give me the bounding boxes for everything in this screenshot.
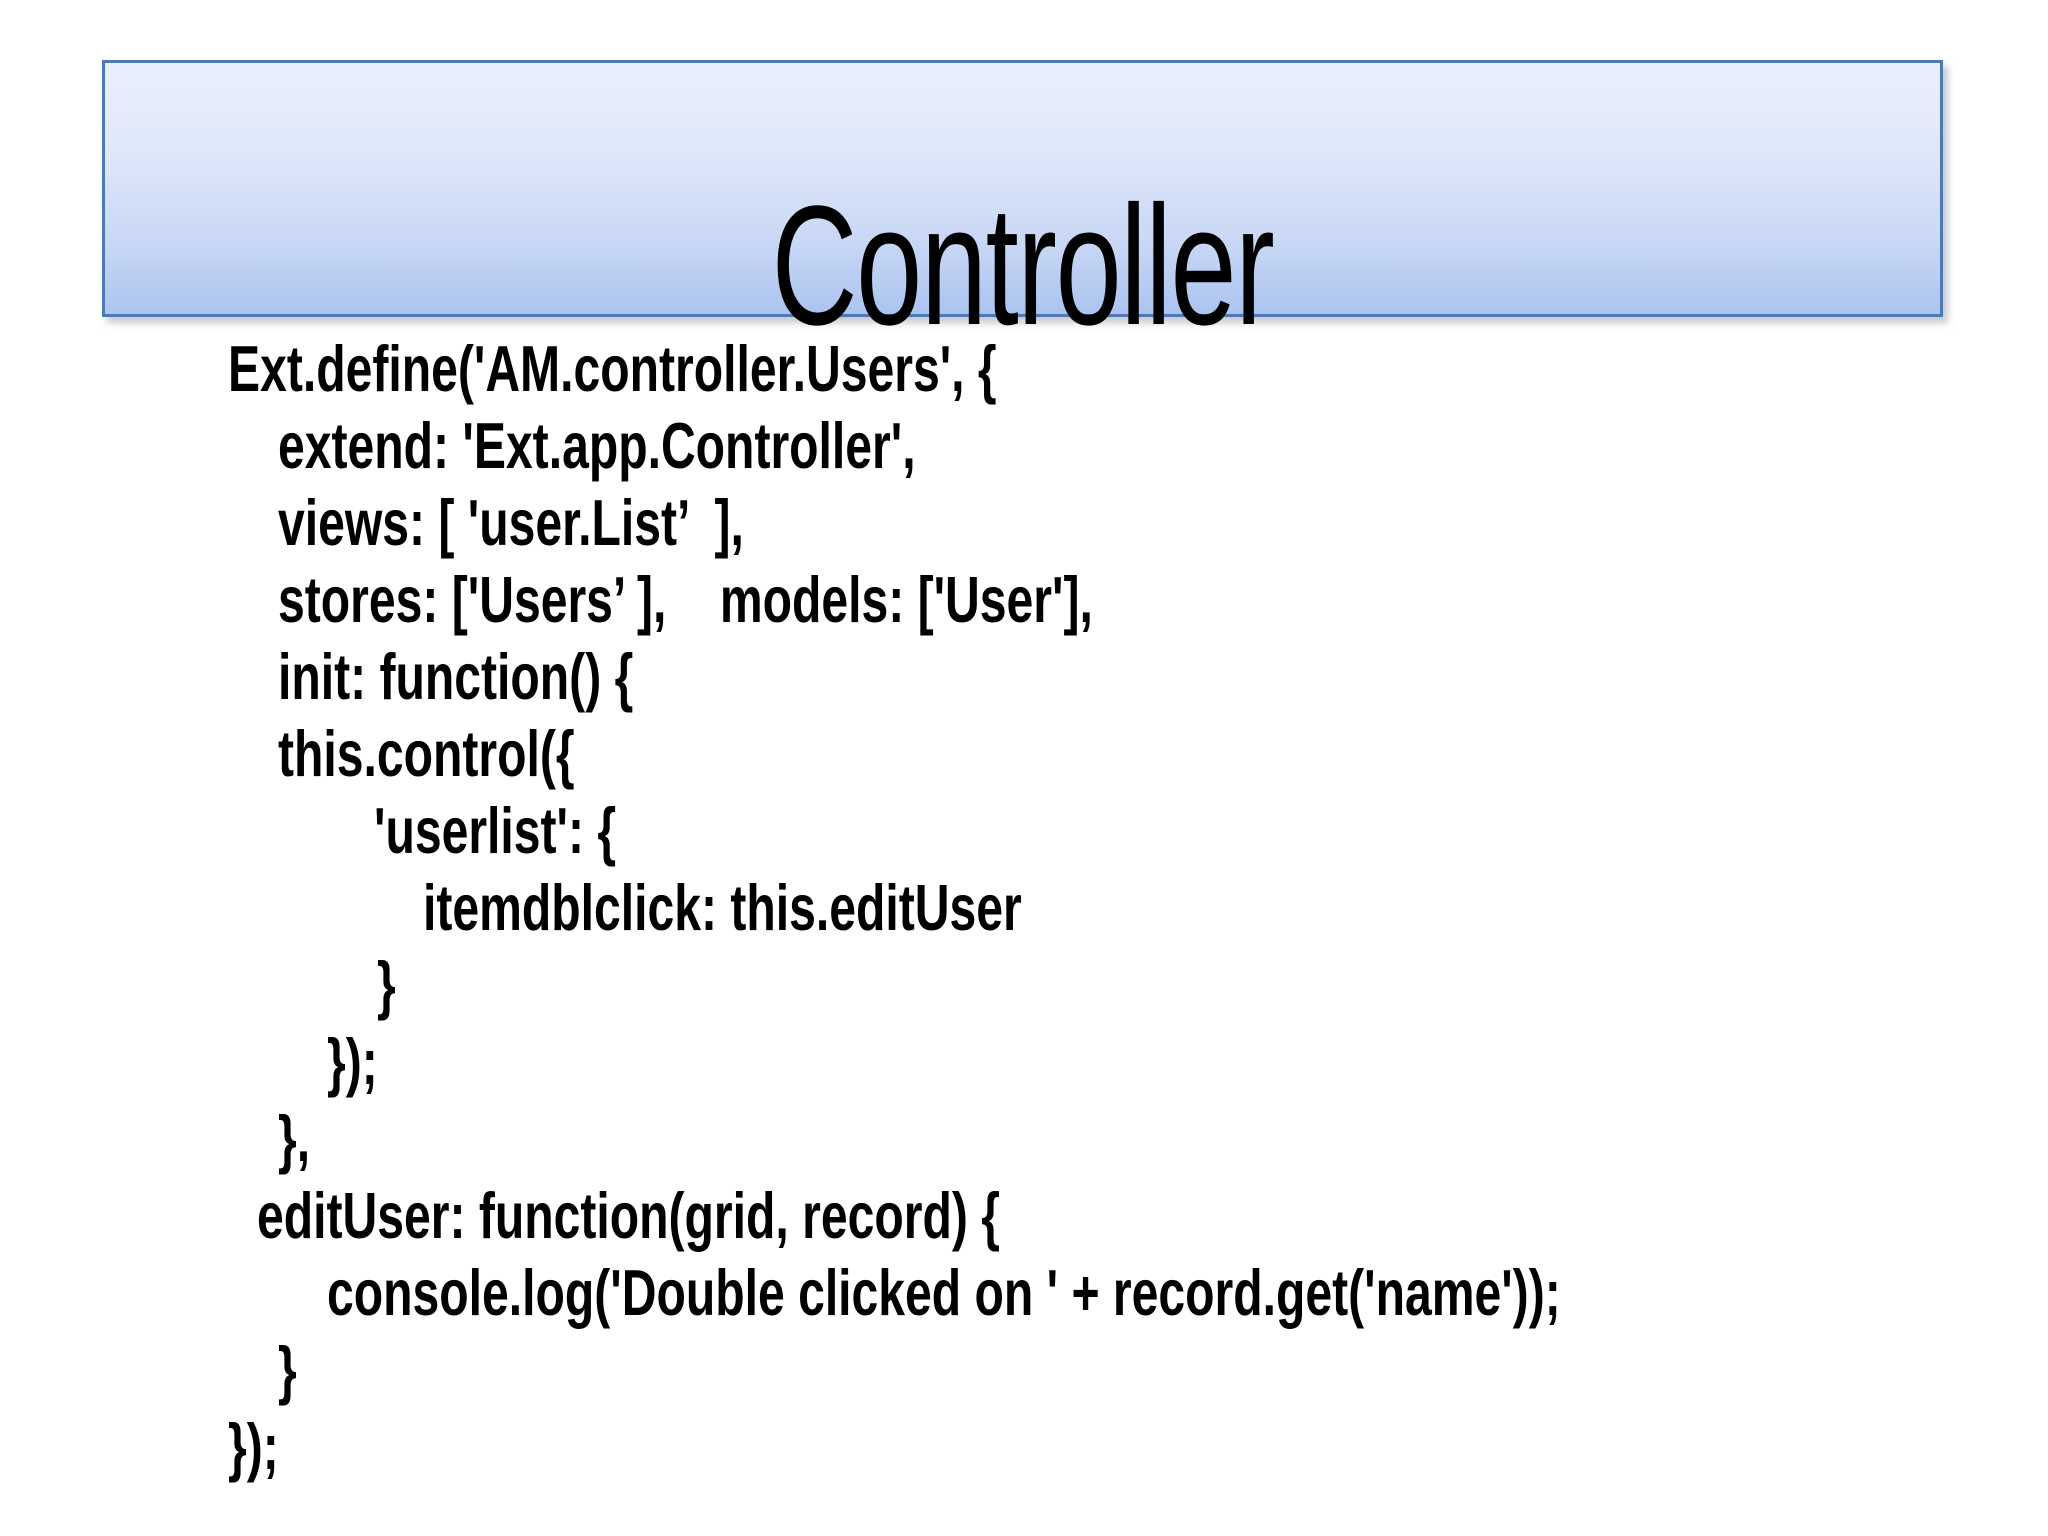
code-line: }	[278, 1333, 297, 1406]
code-line: }	[377, 948, 396, 1021]
code-line: editUser: function(grid, record) {	[257, 1179, 1000, 1252]
code-line: itemdblclick: this.editUser	[423, 871, 1022, 944]
code-line: extend: 'Ext.app.Controller',	[278, 409, 916, 482]
code-line: });	[327, 1025, 378, 1098]
code-line: 'userlist': {	[374, 794, 617, 867]
slide-title: Controller	[771, 171, 1275, 361]
title-box: Controller	[102, 60, 1943, 351]
code-line: Ext.define('AM.controller.Users', {	[228, 332, 997, 405]
code-line: this.control({	[278, 717, 575, 790]
code-line: views: [ 'user.List’ ],	[278, 486, 744, 559]
code-line: stores: ['Users’ ], models: ['User'],	[278, 563, 1093, 636]
code-line: init: function() {	[278, 640, 634, 713]
code-line: });	[228, 1410, 279, 1483]
code-line: },	[278, 1102, 311, 1175]
code-line: console.log('Double clicked on ' + recor…	[327, 1256, 1561, 1329]
